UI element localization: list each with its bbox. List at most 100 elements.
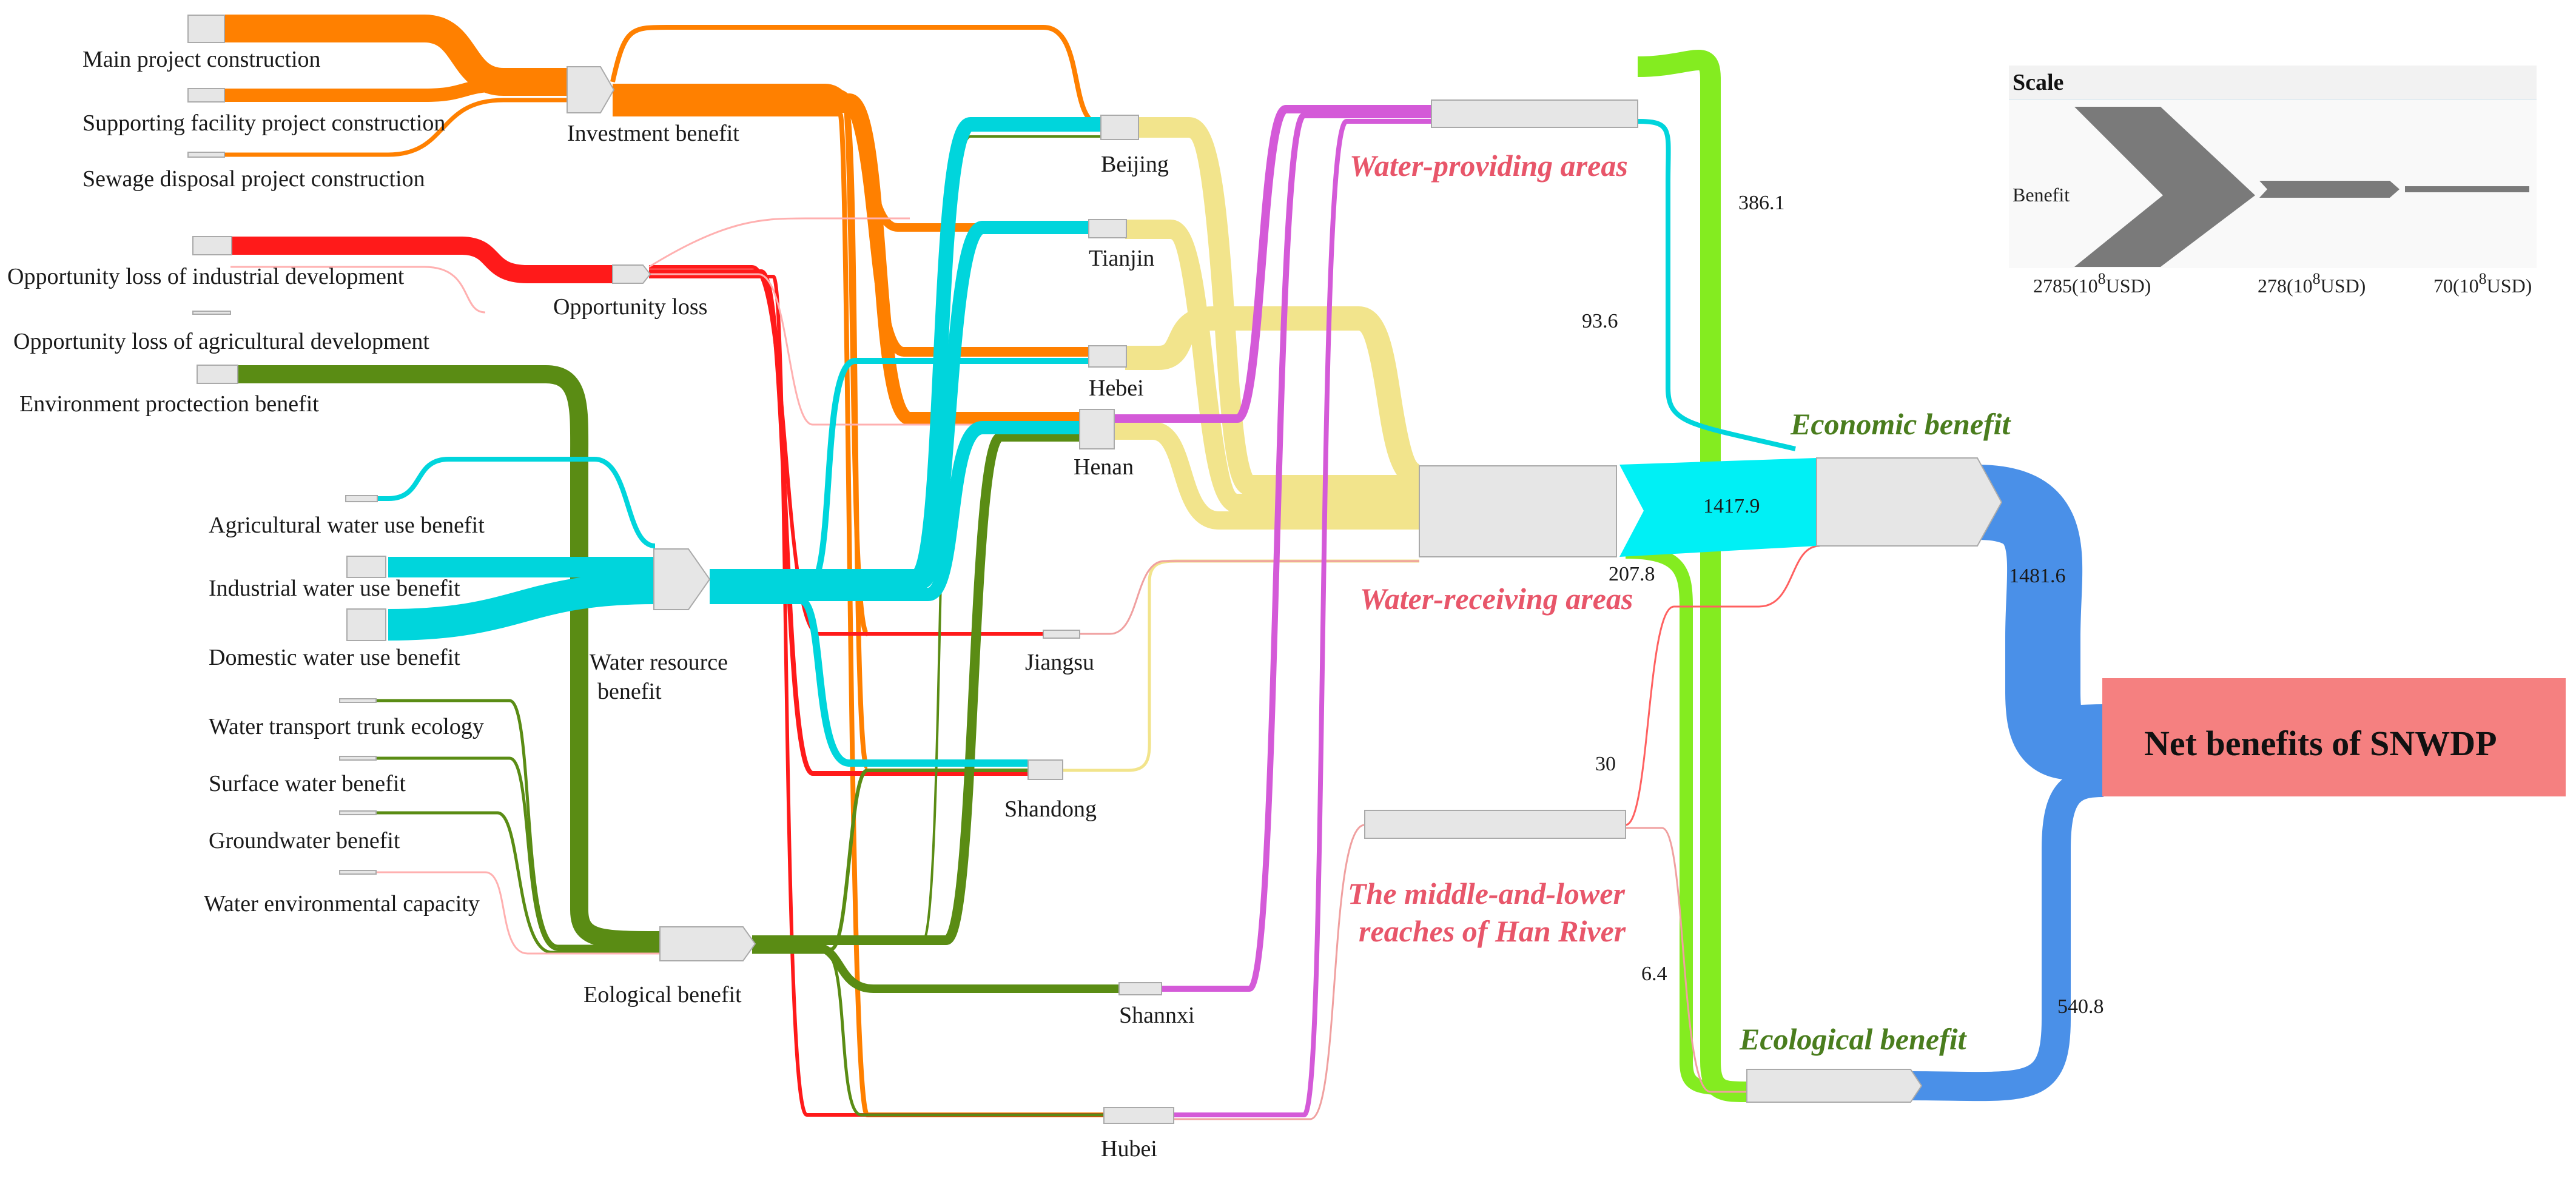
label-shannxi: Shannxi: [1119, 1003, 1195, 1028]
label-economic: Economic benefit: [1790, 407, 2012, 441]
node-jiangsu: [1043, 630, 1080, 639]
label-ecological-result: Ecological benefit: [1739, 1022, 1968, 1056]
flow-investment-to-henan: [613, 93, 1080, 425]
nodes: [187, 15, 2003, 1124]
node-indus-water: [346, 556, 386, 578]
label-indus-water: Industrial water use benefit: [209, 576, 460, 601]
flow-hubei-to-han: [1174, 824, 1365, 1120]
flow-shannxi-to-providing: [1162, 112, 1431, 992]
label-beijing: Beijing: [1101, 152, 1169, 177]
node-providing: [1431, 99, 1638, 128]
node-env-protection: [197, 365, 238, 384]
flow-hebei-to-receiving: [1125, 306, 1422, 488]
label-trunk: Water transport trunk ecology: [209, 714, 484, 739]
flow-economic-to-net: [1976, 465, 2104, 781]
label-opp-industrial: Opportunity loss of industrial developme…: [7, 264, 405, 289]
label-env-protection: Environment proctection benefit: [19, 391, 319, 417]
scale-header-bg: [2009, 66, 2537, 99]
flow-water-to-henan: [710, 421, 1080, 601]
node-tianjin: [1088, 219, 1127, 238]
node-water-resource: [653, 548, 711, 610]
opportunity-flows: [230, 217, 1104, 1117]
flow-loss-to-jiangsu: [649, 265, 1043, 636]
label-hubei: Hubei: [1101, 1136, 1157, 1162]
value-30: 30: [1595, 753, 1616, 775]
flow-supporting-to-investment: [223, 78, 567, 102]
scale-arrow-small: [2405, 186, 2529, 192]
value-386: 386.1: [1738, 192, 1785, 214]
node-ecological-result: [1746, 1069, 1923, 1103]
label-han-1: The middle-and-lower: [1348, 876, 1625, 910]
flow-receiving-to-economic: [1619, 458, 1817, 557]
flow-receiving-to-ecological: [1625, 545, 1747, 1095]
flow-ecological-to-henan: [752, 432, 1080, 945]
flow-water-to-beijing: [710, 117, 1101, 584]
label-main-project: Main project construction: [82, 47, 321, 72]
flow-loss-to-shandong: [649, 269, 1031, 776]
flow-agri-to-water: [375, 457, 656, 548]
node-han: [1364, 810, 1626, 839]
scale-arrow-medium: [2259, 181, 2399, 198]
flow-trunk-to-ecological: [340, 699, 661, 948]
label-agri-water: Agricultural water use benefit: [209, 513, 485, 538]
label-water-resource-2: benefit: [597, 679, 662, 704]
flow-investment-to-hubei: [613, 112, 1104, 1117]
node-receiving: [1419, 465, 1617, 557]
node-agri-water: [345, 495, 378, 502]
node-ecological-agg: [659, 926, 756, 961]
label-opportunity: Opportunity loss: [553, 294, 707, 320]
value-207: 207.8: [1609, 563, 1655, 585]
node-supporting: [187, 88, 225, 103]
node-opportunity: [612, 264, 651, 284]
node-opp-industrial: [192, 236, 232, 255]
flow-waterenv-to-ecological: [340, 871, 661, 955]
scale-legend: Scale Benefit 2785(108USD) 278(108USD) 7…: [2009, 66, 2537, 297]
water-flows: [375, 117, 1101, 767]
label-supporting: Supporting facility project construction: [82, 110, 445, 136]
flow-investment-to-jiangsu: [613, 104, 870, 636]
label-surface: Surface water benefit: [209, 771, 406, 796]
flow-ecological-to-shandong: [752, 769, 1031, 951]
flow-henan-to-receiving: [1113, 422, 1419, 530]
flow-providing-to-economic: [1637, 119, 1796, 451]
flow-industrial-opp-to-loss: [230, 237, 613, 283]
label-investment: Investment benefit: [567, 121, 739, 146]
label-domestic-water: Domestic water use benefit: [209, 645, 460, 670]
flow-water-to-tianjin: [710, 221, 1089, 589]
flow-groundwater-to-ecological: [340, 811, 661, 954]
label-net: Net benefits of SNWDP: [2144, 724, 2497, 763]
label-shandong: Shandong: [1004, 796, 1097, 822]
label-ecological-agg: Eological benefit: [583, 982, 742, 1008]
label-henan: Henan: [1074, 454, 1134, 480]
label-tianjin: Tianjin: [1089, 246, 1154, 271]
node-water-env: [339, 870, 377, 875]
node-economic: [1816, 457, 2003, 547]
flow-agri-opp-to-loss: [230, 266, 486, 314]
value-6: 6.4: [1641, 963, 1667, 985]
value-1481: 1481.6: [2009, 565, 2066, 587]
node-groundwater: [339, 810, 377, 815]
region-flows: [1625, 50, 2104, 1102]
flow-surface-to-ecological: [340, 756, 661, 951]
label-water-resource-1: Water resource: [590, 650, 728, 675]
scale-value-medium: 278(108USD): [2258, 270, 2366, 297]
flow-water-to-hebei: [710, 358, 1089, 591]
node-hebei: [1088, 345, 1127, 368]
flow-water-to-shandong: [710, 597, 1031, 767]
value-540: 540.8: [2057, 995, 2104, 1018]
node-sewage: [187, 152, 225, 158]
node-shandong: [1027, 759, 1063, 780]
scale-label: Benefit: [2013, 184, 2070, 206]
flow-ecological-to-net: [1910, 768, 2104, 1102]
value-1417: 1417.9: [1703, 495, 1760, 517]
net-benefits-box: [2102, 678, 2566, 796]
labels: Main project construction Supporting fac…: [7, 47, 2497, 1162]
scale-value-large: 2785(108USD): [2033, 270, 2151, 297]
flow-investment-to-beijing: [610, 25, 1101, 127]
flow-domestic-to-water: [388, 573, 656, 641]
node-main-project: [187, 15, 225, 43]
label-sewage: Sewage disposal project construction: [82, 166, 425, 192]
node-investment: [567, 66, 615, 113]
flow-loss-to-beijing: [648, 217, 910, 268]
